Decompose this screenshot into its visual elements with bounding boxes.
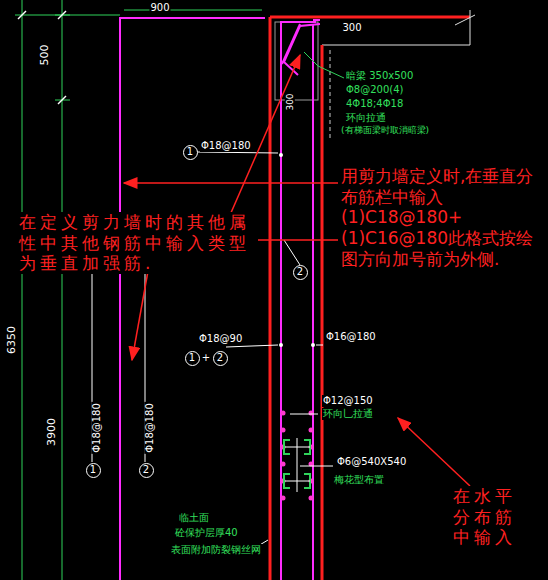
dimension-text: 300 (285, 92, 295, 111)
callout-number: 1 (86, 463, 101, 478)
rebar-label: 暗梁 350x500 (345, 70, 414, 82)
annotation-note: 用剪力墙定义时,在垂直分布筋栏中输入(1)C18@180+(1)C16@180此… (340, 166, 548, 270)
callout-digit: 2 (217, 353, 223, 363)
callout-number: 2 (213, 351, 228, 366)
dimension-text: Φ18@180 (91, 402, 103, 454)
rebar-label: 900 (149, 2, 170, 14)
callout-number: 1 (185, 351, 200, 366)
rebar-label: Φ18@180 (200, 140, 252, 152)
callout-digit: 2 (143, 465, 149, 475)
rebar-label: 表面附加防裂钢丝网 (170, 544, 262, 556)
dimension-text: 500 (39, 44, 52, 67)
rebar-label: Φ16@180 (325, 331, 377, 343)
callout-number: 2 (139, 463, 154, 478)
rebar-label: 临土面 (178, 512, 210, 524)
callout-digit: 1 (90, 465, 96, 475)
dimension-text: Φ18@180 (144, 402, 156, 454)
annotation-note: 在水平分布筋中输入 (452, 486, 536, 548)
callout-number: 2 (293, 265, 308, 280)
rebar-label: 梅花型布置 (333, 474, 385, 486)
dimension-text: 3900 (46, 417, 59, 447)
rebar-label: 300 (341, 22, 362, 34)
dimension-text: 6350 (6, 325, 19, 355)
rebar-label: Φ8@200(4) (345, 84, 405, 96)
rebar-label: 环向拉通 (345, 112, 387, 124)
callout-digit: 2 (297, 267, 303, 277)
rebar-label: 砼保护层厚40 (174, 527, 239, 539)
rebar-label: Φ18@90 (198, 333, 243, 345)
rebar-label: (有梯面梁时取消暗梁) (340, 125, 430, 135)
annotation-note: 在定义剪力墙时的其他属性中其他钢筋中输入类型为垂直加强筋. (18, 212, 258, 274)
callout-digit: 1 (189, 353, 195, 363)
rebar-label: Φ6@540X540 (336, 456, 407, 468)
rebar-label: 环向乚拉通 (322, 408, 374, 420)
callout-number: 1 (183, 145, 198, 160)
rebar-label: 4Φ18;4Φ18 (345, 98, 404, 110)
callout-digit: 1 (187, 147, 193, 157)
rebar-label: + (201, 352, 211, 364)
rebar-label: Φ12@150 (322, 395, 374, 407)
